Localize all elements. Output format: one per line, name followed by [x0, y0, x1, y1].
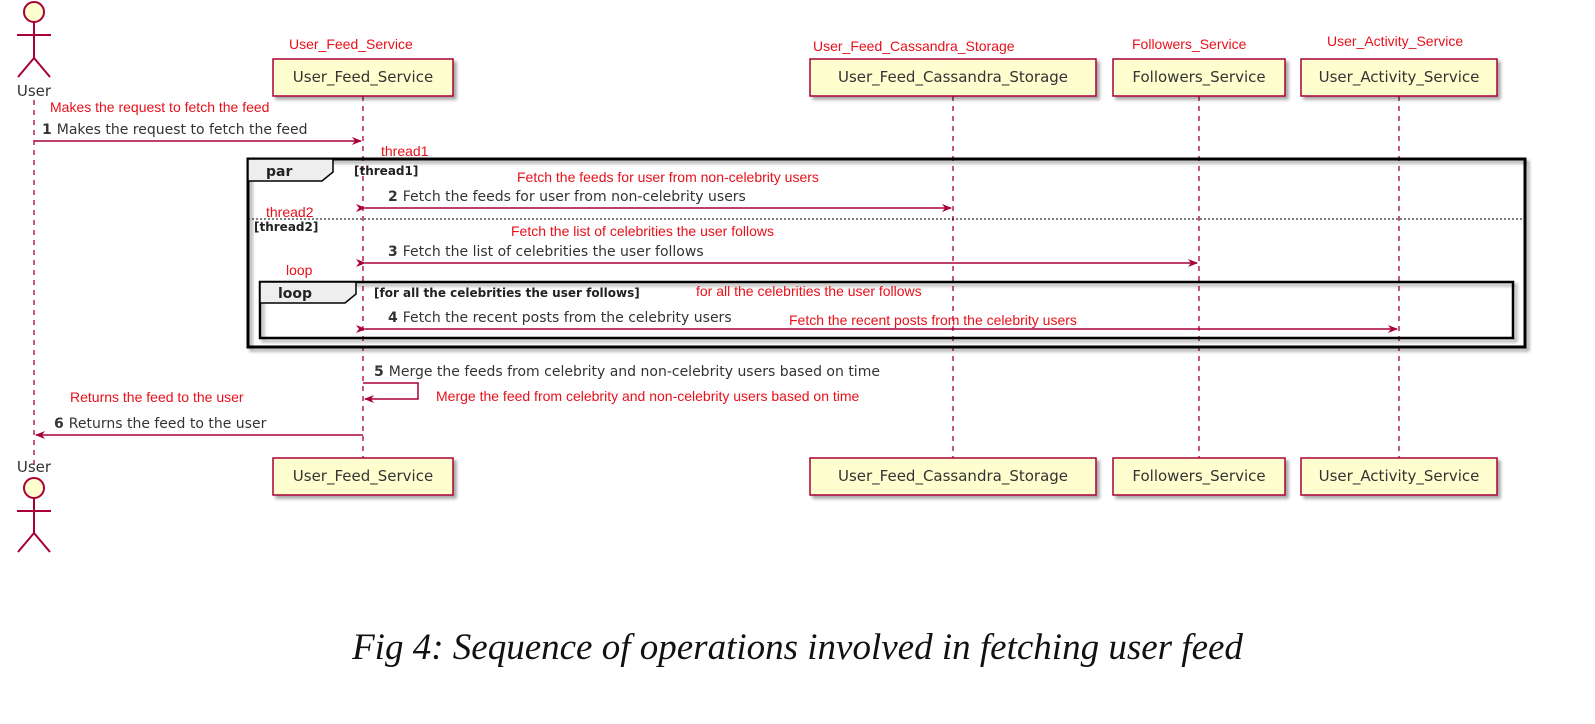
participant-activity-bottom: User_Activity_Service: [1300, 457, 1498, 496]
user-label-bottom: User: [17, 458, 52, 476]
par-fragment: [246, 157, 1527, 349]
annotation-msg5: Merge the feed from celebrity and non-ce…: [436, 388, 860, 404]
sequence-diagram: User User_Feed_Service User_Feed_Cassand…: [17, 1, 1527, 553]
participant-activity-top: User_Activity_Service: [1300, 58, 1498, 97]
svg-text:User_Feed_Cassandra_Storage: User_Feed_Cassandra_Storage: [838, 467, 1068, 486]
annotation-activity: User_Activity_Service: [1327, 33, 1463, 49]
annotation-msg4: Fetch the recent posts from the celebrit…: [789, 312, 1077, 328]
annotation-thread1: thread1: [381, 143, 429, 159]
user-actor-top: [17, 1, 51, 78]
annotation-msg1: Makes the request to fetch the feed: [50, 99, 269, 115]
annotation-msg2: Fetch the feeds for user from non-celebr…: [517, 169, 819, 185]
participant-feed-service-top: User_Feed_Service: [272, 58, 454, 97]
loop-fragment-tab: [259, 281, 357, 304]
svg-text:User_Activity_Service: User_Activity_Service: [1319, 68, 1480, 87]
par-fragment-tab: [247, 158, 334, 182]
participant-cassandra-top: User_Feed_Cassandra_Storage: [809, 58, 1097, 97]
par-guard-thread1: [thread1]: [354, 164, 418, 178]
annotation-loop: loop: [286, 262, 313, 278]
figure-caption: Fig 4: Sequence of operations involved i…: [352, 627, 1243, 668]
loop-guard: [for all the celebrities the user follow…: [374, 286, 640, 300]
par-keyword: par: [266, 164, 292, 180]
participant-cassandra-bottom: User_Feed_Cassandra_Storage: [809, 457, 1097, 496]
participant-feed-service-bottom: User_Feed_Service: [272, 457, 454, 496]
message-5-arrow: [363, 382, 419, 403]
annotation-loop-guard: for all the celebrities the user follows: [696, 283, 922, 299]
participant-followers-bottom: Followers_Service: [1112, 457, 1286, 496]
user-label-top: User: [17, 82, 52, 100]
svg-text:User_Feed_Service: User_Feed_Service: [293, 467, 433, 486]
svg-text:User_Activity_Service: User_Activity_Service: [1319, 467, 1480, 486]
loop-fragment: [258, 280, 1515, 340]
svg-text:Followers_Service: Followers_Service: [1132, 467, 1265, 486]
annotation-feed-service: User_Feed_Service: [289, 36, 413, 52]
annotation-msg3: Fetch the list of celebrities the user f…: [511, 223, 774, 239]
svg-text:User_Feed_Service: User_Feed_Service: [293, 68, 433, 87]
annotation-msg6: Returns the feed to the user: [70, 389, 244, 405]
par-guard-thread2: [thread2]: [254, 220, 318, 234]
annotation-cassandra: User_Feed_Cassandra_Storage: [813, 38, 1015, 54]
loop-keyword: loop: [278, 286, 312, 302]
svg-text:User_Feed_Cassandra_Storage: User_Feed_Cassandra_Storage: [838, 68, 1068, 87]
svg-text:Followers_Service: Followers_Service: [1132, 68, 1265, 87]
annotation-thread2: thread2: [266, 204, 314, 220]
user-actor-bottom: [17, 477, 51, 553]
annotation-followers: Followers_Service: [1132, 36, 1247, 52]
participant-followers-top: Followers_Service: [1112, 58, 1286, 97]
